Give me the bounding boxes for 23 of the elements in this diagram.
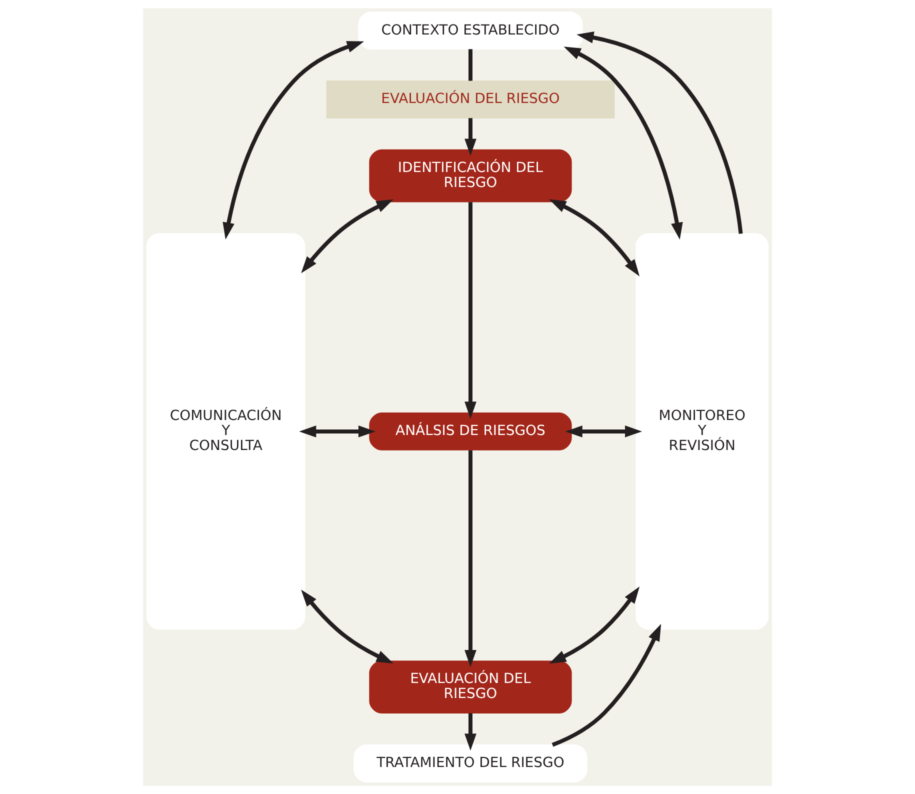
node-box: ANÁLSIS DE RIESGOS	[369, 412, 572, 450]
arrow	[564, 46, 683, 240]
arrow	[552, 624, 662, 747]
node-box: COMUNICACIÓN Y CONSULTA	[146, 233, 306, 630]
arrow	[464, 202, 476, 419]
arrow	[301, 199, 394, 274]
node-box: IDENTIFICACIÓN DEL RIESGO	[369, 149, 572, 202]
arrow	[576, 32, 743, 234]
arrow	[464, 713, 476, 751]
arrow	[464, 118, 476, 156]
arrow	[549, 199, 640, 276]
arrow	[299, 425, 376, 438]
node-box: TRATAMIENTO DEL RIESGO	[354, 744, 588, 782]
connector	[468, 49, 472, 81]
arrow	[549, 586, 640, 664]
node-box: EVALUACIÓN DEL RIESGO	[326, 80, 615, 118]
node-box: MONITOREO Y REVISIÓN	[636, 233, 768, 630]
node-box: CONTEXTO ESTABLECIDO	[358, 12, 583, 50]
arrow	[565, 425, 642, 438]
arrow	[222, 41, 364, 240]
arrow	[464, 450, 476, 667]
arrow	[301, 590, 394, 664]
node-box: EVALUACIÓN DEL RIESGO	[369, 660, 572, 714]
